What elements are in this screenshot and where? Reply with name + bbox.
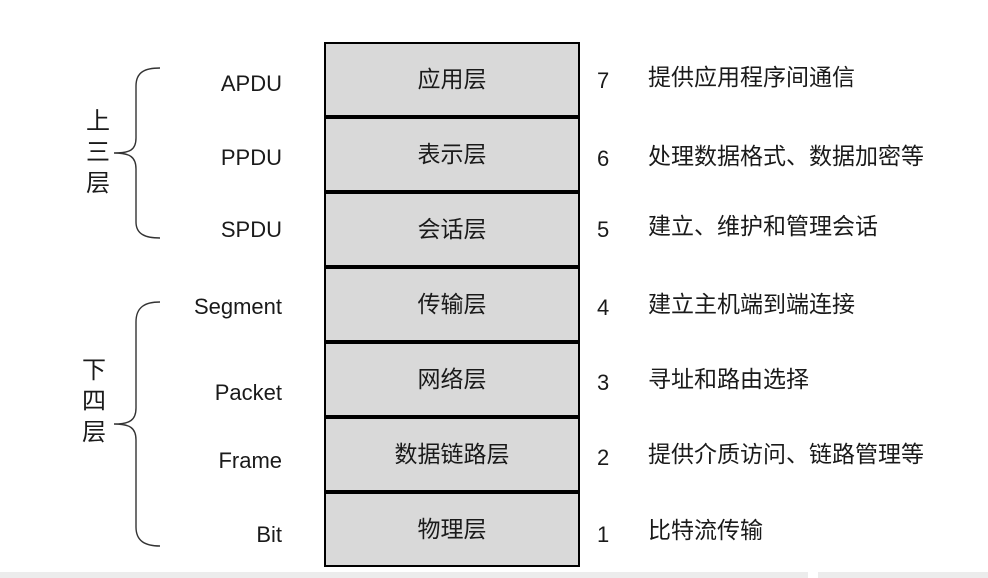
layer-function-4: 建立主机端到端连接 bbox=[648, 292, 855, 318]
lower-brace-icon bbox=[113, 301, 161, 547]
pdu-label-layer-5: SPDU bbox=[220, 217, 282, 242]
lower-group-char: 下 bbox=[82, 356, 106, 384]
layer-box-transport: 传输层 bbox=[324, 267, 580, 342]
layer-number-1: 1 bbox=[597, 522, 610, 547]
upper-brace-icon bbox=[113, 67, 161, 239]
lower-group-label: 下 四 层 bbox=[79, 355, 109, 448]
lower-group-char: 四 bbox=[82, 387, 106, 415]
layer-box-network: 网络层 bbox=[324, 342, 580, 417]
layer-name: 物理层 bbox=[417, 516, 487, 543]
layer-box-session: 会话层 bbox=[324, 192, 580, 267]
pdu-label-layer-3: Packet bbox=[214, 380, 282, 405]
pdu-label-layer-6: PPDU bbox=[220, 145, 282, 170]
layer-number-5: 5 bbox=[597, 217, 610, 242]
layer-number-4: 4 bbox=[597, 295, 610, 320]
layer-function-2: 提供介质访问、链路管理等 bbox=[648, 442, 924, 468]
upper-group-label: 上 三 层 bbox=[83, 106, 113, 199]
upper-group-char: 层 bbox=[86, 169, 110, 197]
layer-name: 传输层 bbox=[417, 291, 487, 318]
lower-group-char: 层 bbox=[82, 418, 106, 446]
layer-number-3: 3 bbox=[597, 370, 610, 395]
layer-box-presentation: 表示层 bbox=[324, 117, 580, 192]
layer-number-6: 6 bbox=[597, 146, 610, 171]
pdu-label-layer-4: Segment bbox=[193, 294, 282, 319]
layer-function-1: 比特流传输 bbox=[648, 518, 763, 544]
layer-box-data-link: 数据链路层 bbox=[324, 417, 580, 492]
pdu-label-layer-1: Bit bbox=[256, 522, 282, 547]
layer-function-7: 提供应用程序间通信 bbox=[648, 65, 855, 91]
layer-number-7: 7 bbox=[597, 68, 610, 93]
layer-name: 会话层 bbox=[417, 216, 487, 243]
layer-box-physical: 物理层 bbox=[324, 492, 580, 567]
layer-name: 数据链路层 bbox=[394, 441, 510, 468]
layer-number-2: 2 bbox=[597, 445, 610, 470]
layer-name: 表示层 bbox=[417, 141, 487, 168]
pdu-label-layer-2: Frame bbox=[218, 448, 282, 473]
bottom-edge-gap bbox=[808, 572, 818, 578]
layer-function-5: 建立、维护和管理会话 bbox=[648, 214, 878, 240]
layer-box-application: 应用层 bbox=[324, 42, 580, 117]
bottom-edge-bar bbox=[0, 572, 988, 578]
layer-function-6: 处理数据格式、数据加密等 bbox=[648, 144, 924, 170]
upper-group-char: 三 bbox=[86, 138, 110, 166]
upper-group-char: 上 bbox=[86, 107, 110, 135]
layer-name: 应用层 bbox=[417, 66, 487, 93]
pdu-label-layer-7: APDU bbox=[220, 71, 282, 96]
layer-name: 网络层 bbox=[417, 366, 487, 393]
layer-function-3: 寻址和路由选择 bbox=[648, 367, 809, 393]
